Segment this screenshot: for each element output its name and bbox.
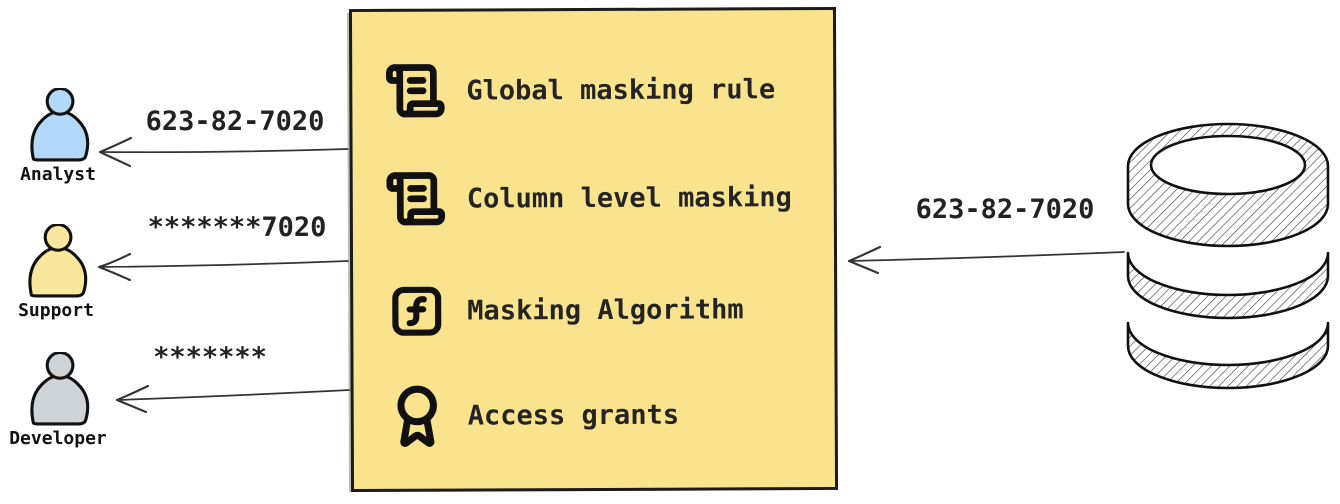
square-function-icon [383, 279, 449, 343]
persona-analyst: Analyst [2, 88, 114, 185]
policy-item-label: Column level masking [466, 181, 792, 215]
arrow-to-analyst [98, 136, 349, 168]
persona-developer: Developer [2, 352, 114, 449]
partially-masked-value-label: *******7020 [147, 212, 327, 243]
arrow-to-developer [115, 384, 351, 414]
policy-item-label: Masking Algorithm [467, 293, 744, 327]
fully-masked-value-label: ******* [153, 342, 267, 373]
arrow-database-to-box [847, 245, 1125, 275]
person-icon [30, 352, 90, 426]
persona-label: Support [18, 300, 94, 321]
policy-item-masking-algorithm: Masking Algorithm [353, 277, 826, 343]
person-icon [30, 88, 90, 162]
policy-item-global-masking-rule: Global masking rule [352, 57, 825, 123]
scroll-text-icon [382, 59, 448, 123]
policy-item-access-grants: Access grants [354, 382, 827, 448]
persona-support: Support [0, 224, 112, 321]
policy-item-label: Global masking rule [466, 73, 776, 107]
source-value-label: 623-82-7020 [915, 194, 1095, 225]
unmasked-value-label: 623-82-7020 [145, 106, 325, 137]
person-icon [28, 224, 88, 298]
policy-item-column-level-masking: Column level masking [353, 165, 826, 231]
persona-label: Analyst [20, 164, 96, 185]
persona-label: Developer [9, 428, 107, 449]
scroll-text-icon [383, 167, 449, 231]
database-icon [1126, 122, 1330, 390]
award-icon [384, 384, 450, 448]
arrow-to-support [97, 252, 349, 282]
policy-item-label: Access grants [467, 399, 680, 432]
masking-policy-box: Global masking rule Column level masking… [348, 6, 839, 493]
